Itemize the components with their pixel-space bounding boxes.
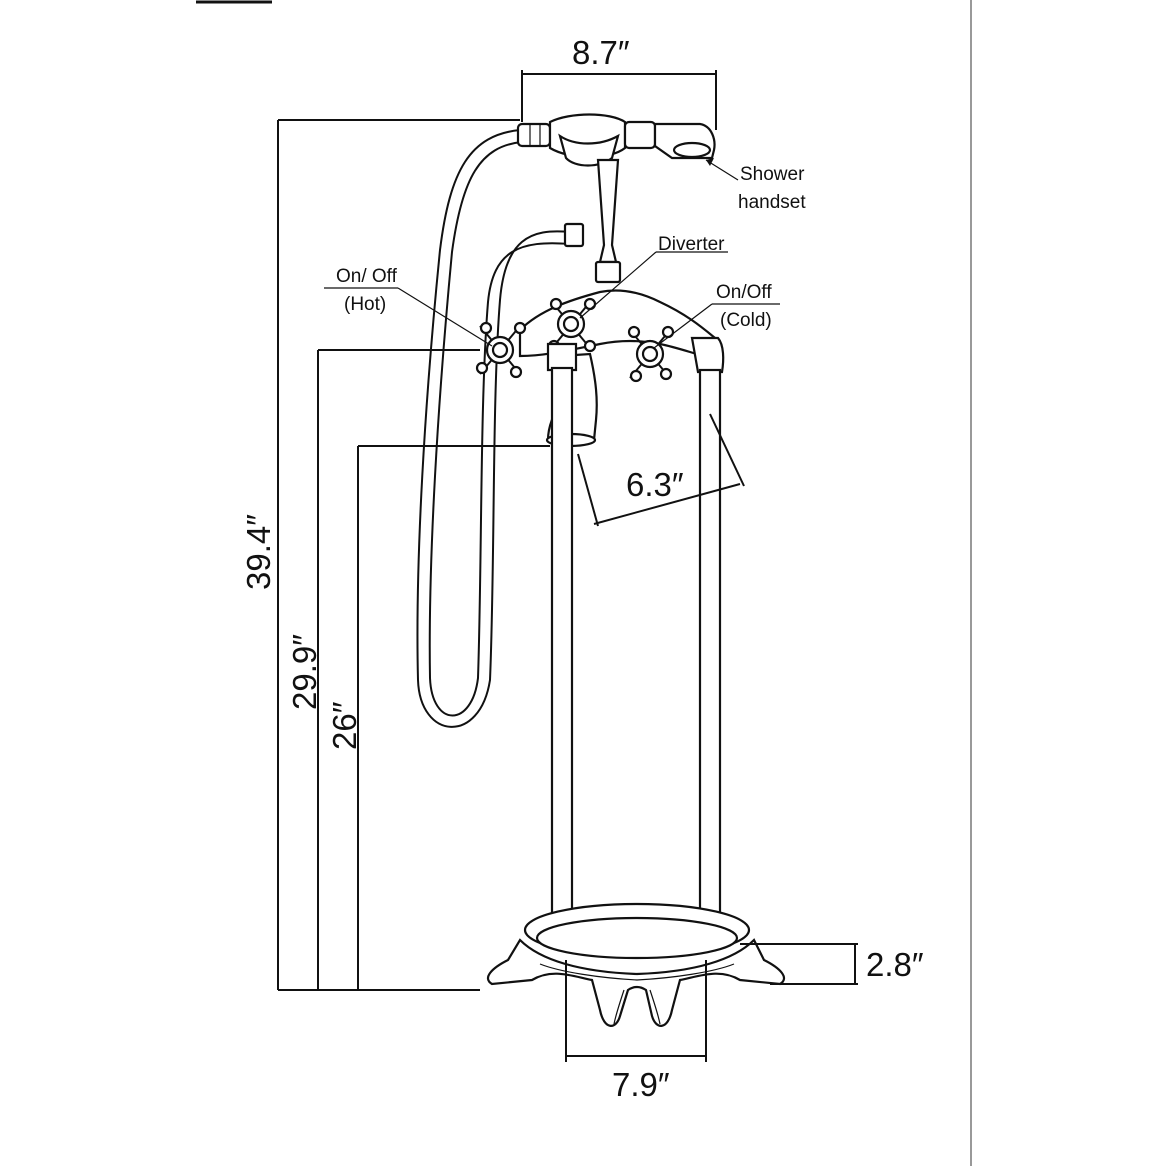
clawfoot-base-icon (486, 902, 786, 1027)
cross-handle-icon (475, 297, 675, 383)
hot-label-line1: On/ Off (336, 266, 398, 287)
dim-base-height-value: 2.8″ (866, 946, 924, 983)
shower-handset-label-line2: handset (738, 192, 806, 213)
dim-handset-width: 8.7″ (521, 34, 717, 130)
right-supply-pipe (698, 368, 722, 944)
right-elbow (690, 336, 725, 374)
cradle-nut (594, 260, 622, 284)
callout-hot: On/ Off (Hot) (324, 266, 493, 347)
shower-handset-label-line1: Shower (740, 164, 805, 185)
cold-handle (627, 325, 675, 383)
left-elbow (546, 342, 578, 372)
cold-label-line1: On/Off (716, 282, 772, 303)
dim-spout-height: 26″ (326, 445, 550, 990)
dim-total-height-value: 39.4″ (240, 514, 277, 590)
dim-handle-height: 29.9″ (286, 349, 480, 990)
cradle-stem (596, 158, 620, 264)
diverter-handle (547, 297, 597, 353)
dim-total-height: 39.4″ (240, 119, 520, 991)
cold-label-line2: (Cold) (720, 310, 772, 331)
dim-base-width: 7.9″ (565, 960, 707, 1103)
dim-spout-reach: 6.3″ (577, 413, 745, 527)
callout-diverter: Diverter (579, 234, 728, 319)
left-supply-pipe (550, 366, 574, 922)
dim-spout-reach-value: 6.3″ (626, 466, 684, 503)
callout-cold: On/Off (Cold) (653, 282, 780, 349)
shower-handset-icon (516, 113, 716, 167)
dim-base-height: 2.8″ (740, 943, 924, 985)
shower-hose-inner (428, 141, 571, 717)
dim-base-width-value: 7.9″ (612, 1066, 670, 1103)
dim-handset-width-value: 8.7″ (572, 34, 630, 71)
callout-shower-handset: Shower handset (705, 158, 806, 213)
hose-connector (563, 222, 585, 248)
hot-label-line2: (Hot) (344, 294, 386, 315)
diverter-label: Diverter (658, 234, 725, 255)
shower-hose (416, 129, 571, 728)
faucet-drawing (416, 113, 786, 1027)
dim-spout-height-value: 26″ (326, 701, 363, 750)
hot-handle (475, 321, 527, 379)
dim-handle-height-value: 29.9″ (286, 634, 323, 710)
